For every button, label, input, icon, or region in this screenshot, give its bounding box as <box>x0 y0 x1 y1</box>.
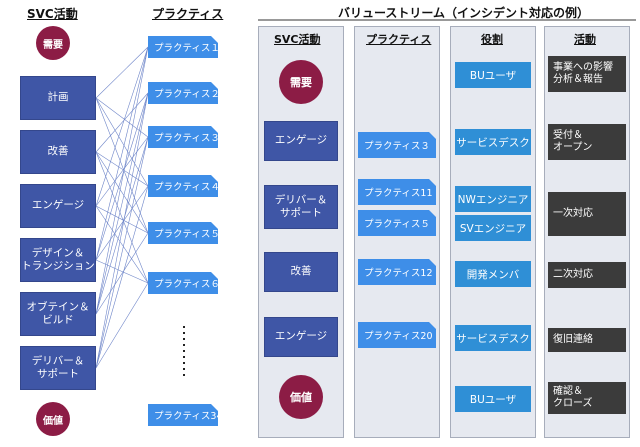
mapping-line <box>95 46 149 99</box>
practice-6: プラクティス６ <box>148 272 218 294</box>
demand-circle: 需要 <box>36 26 70 60</box>
vs-practice-11: プラクティス11 <box>358 179 436 205</box>
role-bu-user: BUユーザ <box>455 62 531 88</box>
mapping-line <box>95 92 149 369</box>
activity-first-response: 一次対応 <box>548 192 626 236</box>
svc-engage: エンゲージ <box>20 184 96 228</box>
mapping-line <box>95 151 149 284</box>
mapping-line <box>95 136 149 207</box>
vs-svc-engage: エンゲージ <box>264 121 338 161</box>
svc-activity-header: SVC活動 <box>27 7 78 21</box>
practice-header: プラクティス <box>152 7 224 21</box>
mapping-line <box>95 46 149 207</box>
value-stream-title: バリューストリーム（インシデント対応の例） <box>338 6 590 20</box>
practice-2: プラクティス２ <box>148 82 218 104</box>
activity-confirm-close: 確認＆ クローズ <box>548 382 626 414</box>
activity-recovery-notice: 復旧連絡 <box>548 328 626 352</box>
mapping-line <box>95 92 149 153</box>
mapping-line <box>95 46 149 315</box>
left-mapping-lines <box>95 46 149 369</box>
practice-1: プラクティス１ <box>148 36 218 58</box>
mapping-line <box>95 205 149 284</box>
practice-4: プラクティス４ <box>148 175 218 197</box>
practice-34: プラクティス34 <box>148 404 218 426</box>
mapping-line <box>95 46 149 261</box>
vs-svc-deliver-support: デリバー＆ サポート <box>264 185 338 229</box>
mapping-line <box>95 136 149 315</box>
role-column-header: 役割 <box>481 33 503 46</box>
mapping-line <box>95 136 149 369</box>
svc-column-header: SVC活動 <box>274 33 321 46</box>
mapping-line <box>95 151 149 187</box>
activity-receive-open: 受付＆ オープン <box>548 124 626 160</box>
value-circle: 価値 <box>36 402 70 436</box>
svc-improve: 改善 <box>20 130 96 174</box>
vs-demand-circle: 需要 <box>279 60 323 104</box>
practice-3: プラクティス３ <box>148 126 218 148</box>
activity-impact-analysis: 事業への影響 分析＆報告 <box>548 56 626 92</box>
vs-value-circle: 価値 <box>279 375 323 419</box>
role-sv-engineer: SVエンジニア <box>455 215 531 241</box>
vs-practice-12: プラクティス12 <box>358 259 436 285</box>
svc-deliver-support: デリバー＆ サポート <box>20 346 96 390</box>
mapping-line <box>95 97 149 187</box>
role-service-desk-2: サービスデスク <box>455 325 531 351</box>
mapping-line <box>95 92 149 315</box>
vs-practice-3: プラクティス３ <box>358 132 436 158</box>
role-service-desk: サービスデスク <box>455 129 531 155</box>
practice-5: プラクティス５ <box>148 222 218 244</box>
role-dev-member: 開発メンバ <box>455 261 531 287</box>
svc-design-transition: デザイン＆ トランジション <box>20 238 96 282</box>
mapping-line <box>95 151 149 234</box>
vs-svc-engage-2: エンゲージ <box>264 317 338 357</box>
svc-plan: 計画 <box>20 76 96 120</box>
activity-second-response: 二次対応 <box>548 262 626 288</box>
activity-column-header: 活動 <box>574 33 596 46</box>
mapping-line <box>95 205 149 234</box>
mapping-line <box>95 97 149 234</box>
mapping-line <box>95 282 149 369</box>
mapping-line <box>95 259 149 284</box>
practice-column-header: プラクティス <box>366 33 432 46</box>
vs-practice-20: プラクティス20 <box>358 322 436 348</box>
mapping-line <box>95 185 149 261</box>
vs-svc-improve: 改善 <box>264 252 338 292</box>
mapping-line <box>95 92 149 261</box>
mapping-line <box>95 185 149 369</box>
role-bu-user-2: BUユーザ <box>455 386 531 412</box>
svc-obtain-build: オブテイン＆ ビルド <box>20 292 96 336</box>
mapping-line <box>95 232 149 315</box>
vs-practice-5: プラクティス５ <box>358 210 436 236</box>
role-nw-engineer: NWエンジニア <box>455 186 531 212</box>
ellipsis-dots <box>183 326 185 380</box>
